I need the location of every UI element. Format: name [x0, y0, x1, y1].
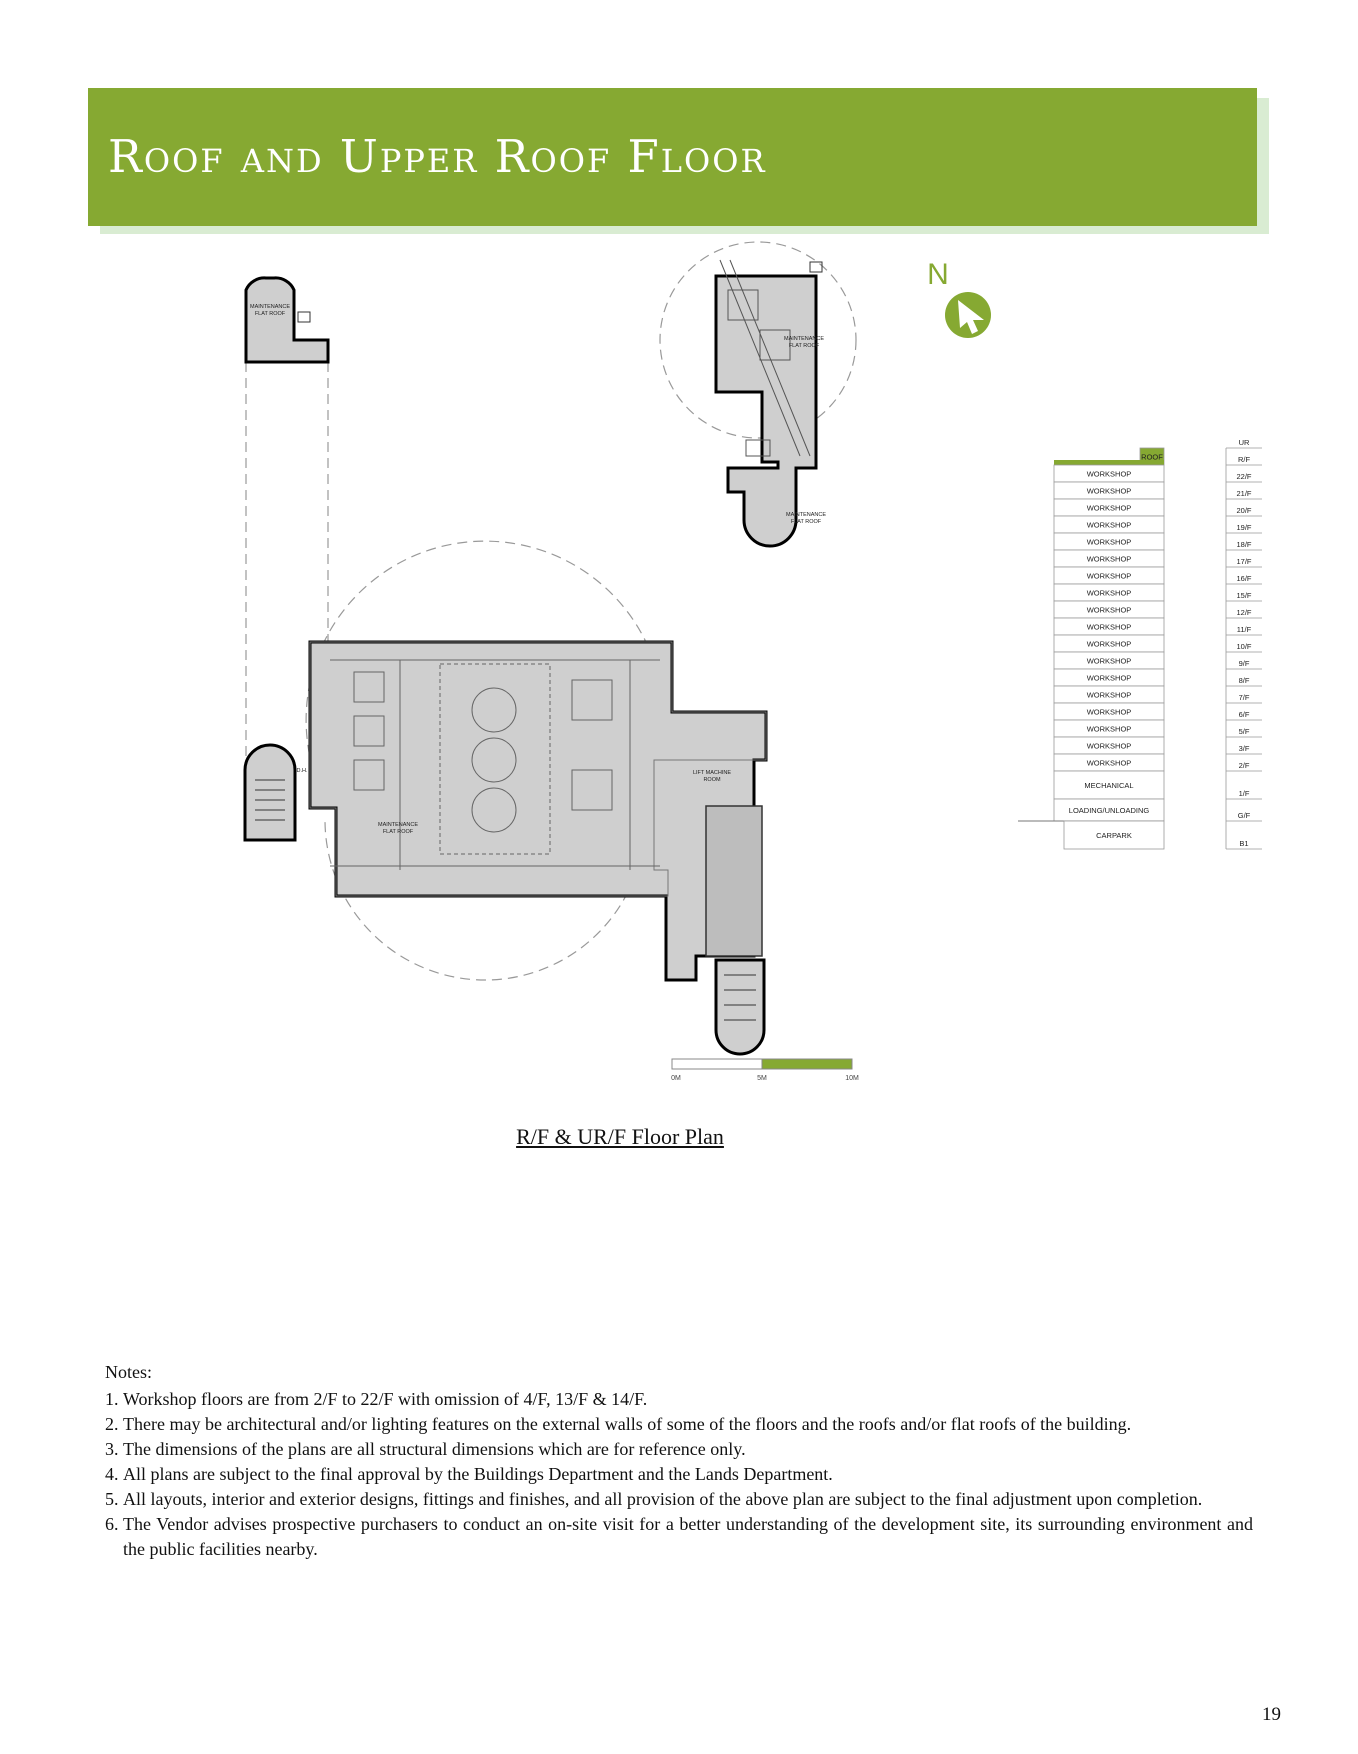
note-text: The dimensions of the plans are all stru…	[123, 1439, 746, 1459]
key-plan-use-label: WORKSHOP	[1087, 555, 1132, 564]
key-plan-use-label: WORKSHOP	[1087, 589, 1132, 598]
key-plan-floor-label: 22/F	[1236, 472, 1251, 481]
key-plan-use-label: WORKSHOP	[1087, 487, 1132, 496]
note-number: 3.	[105, 1439, 119, 1459]
plan-caption: R/F & UR/F Floor Plan	[516, 1124, 724, 1149]
note-text: All plans are subject to the final appro…	[123, 1464, 833, 1484]
note-text: The Vendor advises prospective purchaser…	[123, 1514, 1253, 1559]
key-plan: UR R/F ROOF 22/F WORKSHOP 21/F WORKSHOP 20/F WOR…	[1018, 438, 1262, 850]
room-labels: MAINTENANCE FLAT ROOF MAINTENANCE FLAT R…	[250, 304, 826, 835]
note-number: 6.	[105, 1514, 119, 1534]
scale-label: 10M	[845, 1075, 859, 1082]
room-label: FLAT ROOF	[791, 519, 822, 525]
room-label: ROOM	[703, 777, 721, 783]
key-plan-use-label: WORKSHOP	[1087, 759, 1132, 768]
key-plan-floor-label: 1/F	[1239, 789, 1250, 798]
key-plan-use-label: WORKSHOP	[1087, 470, 1132, 479]
compass-label: N	[927, 258, 949, 291]
page-number: 19	[1262, 1704, 1281, 1725]
scale-bar: 0M 5M 10M	[671, 1058, 859, 1082]
key-plan-floor-label: 12/F	[1236, 608, 1251, 617]
key-plan-floor-label: 20/F	[1236, 506, 1251, 515]
note-number: 1.	[105, 1389, 119, 1409]
note-text: All layouts, interior and exterior desig…	[123, 1489, 1203, 1509]
key-plan-floor-box	[1063, 820, 1165, 850]
key-plan-floor-label: 21/F	[1236, 489, 1251, 498]
key-plan-use-label: WORKSHOP	[1087, 691, 1132, 700]
room-label: MAINTENANCE	[378, 822, 418, 828]
key-plan-use-label: ROOF	[1141, 453, 1163, 462]
key-plan-floor-label: 2/F	[1239, 761, 1250, 770]
key-plan-floor-box	[1053, 770, 1165, 800]
key-plan-floor-label: 17/F	[1236, 557, 1251, 566]
notes-title: Notes:	[105, 1362, 152, 1382]
room-label: MAINTENANCE	[784, 336, 824, 342]
note-item: 4.All plans are subject to the final app…	[105, 1462, 1253, 1487]
note-number: 5.	[105, 1489, 119, 1509]
room-label: FLAT ROOF	[383, 829, 414, 835]
key-plan-floor-label: 11/F	[1237, 625, 1252, 634]
key-plan-floor-label: 18/F	[1236, 540, 1251, 549]
key-plan-use-label: LOADING/UNLOADING	[1069, 806, 1150, 815]
key-plan-use-label: WORKSHOP	[1087, 606, 1132, 615]
scale-label: 0M	[671, 1075, 681, 1082]
key-plan-use-label: MECHANICAL	[1084, 781, 1133, 790]
note-item: 5.All layouts, interior and exterior des…	[105, 1487, 1253, 1512]
key-plan-use-label: CARPARK	[1096, 831, 1132, 840]
scale-label: 5M	[757, 1075, 767, 1082]
room-label: LIFT MACHINE	[693, 770, 731, 776]
key-plan-floor-label: 16/F	[1236, 574, 1251, 583]
room-label: MAINTENANCE	[786, 512, 826, 518]
note-item: 1.Workshop floors are from 2/F to 22/F w…	[105, 1387, 1253, 1412]
key-plan-use-label: WORKSHOP	[1087, 674, 1132, 683]
key-plan-floor-label: 15/F	[1236, 591, 1251, 600]
note-text: There may be architectural and/or lighti…	[123, 1414, 1132, 1434]
page-title: Roof and Upper Roof Floor	[108, 130, 767, 183]
note-number: 4.	[105, 1464, 119, 1484]
key-plan-floor-label: UR	[1239, 438, 1250, 447]
key-plan-floor-label: 5/F	[1239, 727, 1250, 736]
key-plan-use-label: WORKSHOP	[1087, 725, 1132, 734]
key-plan-use-label: WORKSHOP	[1087, 708, 1132, 717]
north-arrow-icon: N	[927, 258, 991, 338]
key-plan-use-label: WORKSHOP	[1087, 657, 1132, 666]
key-plan-floor-label: 8/F	[1239, 676, 1250, 685]
key-plan-use-label: WORKSHOP	[1087, 538, 1132, 547]
room-label: D.H.	[297, 768, 308, 774]
key-plan-use-label: WORKSHOP	[1087, 640, 1132, 649]
key-plan-floor-label: 6/F	[1239, 710, 1250, 719]
key-plan-use-label: WORKSHOP	[1087, 742, 1132, 751]
key-plan-use-label: WORKSHOP	[1087, 572, 1132, 581]
key-plan-floor-label: 3/F	[1239, 744, 1250, 753]
notes-section: Notes: 1.Workshop floors are from 2/F to…	[105, 1360, 1253, 1562]
note-number: 2.	[105, 1414, 119, 1434]
note-item: 3.The dimensions of the plans are all st…	[105, 1437, 1253, 1462]
note-text: Workshop floors are from 2/F to 22/F wit…	[123, 1389, 648, 1409]
key-plan-floor-label: 19/F	[1236, 523, 1251, 532]
room-label: FLAT ROOF	[255, 311, 286, 317]
title-banner: Roof and Upper Roof Floor	[88, 88, 1257, 226]
main-roof	[243, 640, 768, 1056]
key-plan-floor-label: 10/F	[1236, 642, 1251, 651]
key-plan-floor-label: B1	[1239, 839, 1248, 848]
dashed-outlines	[245, 241, 857, 981]
key-plan-use-label: WORKSHOP	[1087, 623, 1132, 632]
note-item: 2.There may be architectural and/or ligh…	[105, 1412, 1253, 1437]
key-plan-floor-label: G/F	[1238, 811, 1251, 820]
key-plan-floor-label: 9/F	[1239, 659, 1250, 668]
key-plan-use-label: WORKSHOP	[1087, 521, 1132, 530]
upper-roof-right	[714, 259, 823, 548]
room-label: FLAT ROOF	[789, 343, 820, 349]
note-item: 6.The Vendor advises prospective purchas…	[105, 1512, 1253, 1562]
key-plan-floor-label: R/F	[1238, 455, 1251, 464]
room-label: MAINTENANCE	[250, 304, 290, 310]
key-plan-current-floor-marker	[1054, 460, 1164, 465]
key-plan-use-label: WORKSHOP	[1087, 504, 1132, 513]
key-plan-floor-label: 7/F	[1239, 693, 1250, 702]
upper-roof-left	[244, 276, 330, 364]
